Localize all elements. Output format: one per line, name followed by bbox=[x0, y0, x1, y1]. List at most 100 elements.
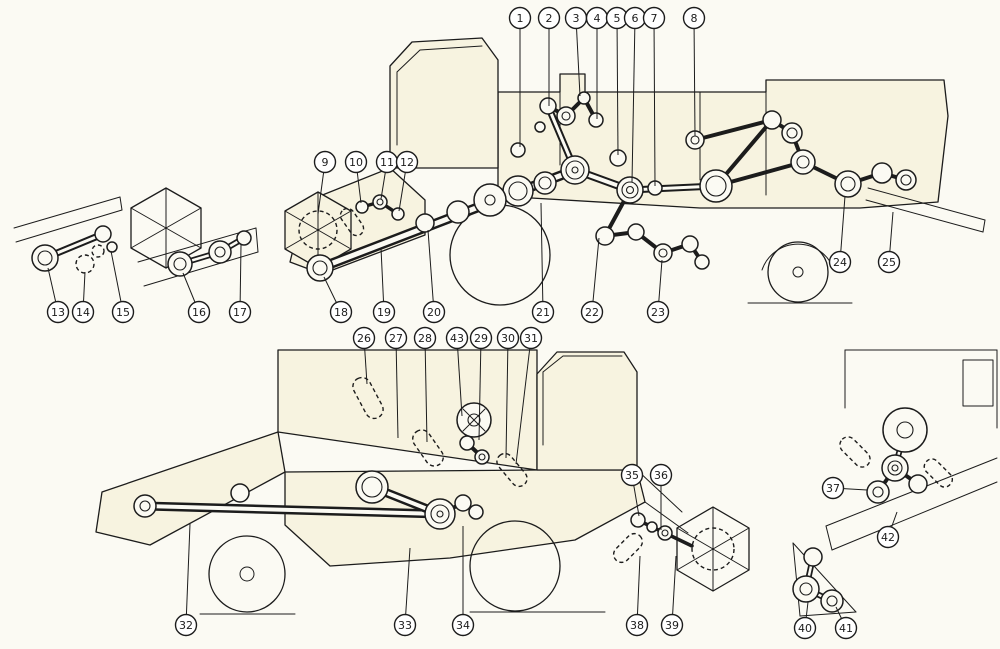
right-small-assembly bbox=[792, 542, 857, 617]
callout-number: 12 bbox=[400, 156, 414, 169]
callout-balloon bbox=[395, 150, 419, 174]
callout-number: 37 bbox=[826, 482, 840, 495]
callout-27: 27 bbox=[384, 326, 408, 439]
callout-balloon bbox=[508, 6, 532, 30]
callout-balloon bbox=[625, 613, 649, 637]
callout-leader-line bbox=[404, 547, 411, 626]
callout-36: 36 bbox=[649, 463, 673, 530]
callout-leader-line bbox=[424, 337, 428, 443]
callout-23: 23 bbox=[646, 259, 670, 324]
chopper-bracing bbox=[130, 187, 202, 269]
callout-balloon bbox=[329, 300, 353, 324]
callout-balloon bbox=[646, 300, 670, 324]
callout-number: 16 bbox=[192, 306, 206, 319]
callout-26: 26 bbox=[352, 326, 376, 385]
callout-leader-line bbox=[427, 229, 435, 313]
callout-34: 34 bbox=[451, 526, 475, 637]
callout-balloon bbox=[793, 616, 817, 640]
rotor-bracing bbox=[676, 506, 750, 592]
bottom-pulleys bbox=[133, 376, 673, 564]
callout-37: 37 bbox=[821, 476, 868, 500]
callout-balloon bbox=[531, 300, 555, 324]
callout-number: 2 bbox=[546, 12, 553, 25]
callout-balloon bbox=[649, 463, 673, 487]
callout-4: 4 bbox=[585, 6, 609, 119]
callout-29: 29 bbox=[469, 326, 493, 441]
callout-43: 43 bbox=[445, 326, 469, 417]
callout-leader-line bbox=[671, 555, 677, 626]
top-combine bbox=[284, 37, 986, 306]
callout-leader-line bbox=[505, 337, 509, 459]
callout-number: 27 bbox=[389, 332, 403, 345]
callout-number: 4 bbox=[594, 12, 601, 25]
callout-8: 8 bbox=[682, 6, 706, 137]
callout-number: 3 bbox=[573, 12, 580, 25]
callout-leader-line bbox=[636, 555, 641, 626]
callout-28: 28 bbox=[413, 326, 437, 443]
top-pulleys bbox=[306, 91, 917, 282]
callout-number: 1 bbox=[517, 12, 524, 25]
callout-balloon bbox=[445, 326, 469, 350]
callout-5: 5 bbox=[605, 6, 629, 156]
callout-balloon bbox=[384, 326, 408, 350]
callout-number: 32 bbox=[179, 619, 193, 632]
callout-15: 15 bbox=[110, 250, 135, 324]
callout-balloon bbox=[537, 6, 561, 30]
combine-header bbox=[95, 431, 286, 546]
unloading-auger bbox=[865, 187, 986, 233]
callout-number: 20 bbox=[427, 306, 441, 319]
callout-number: 8 bbox=[691, 12, 698, 25]
callout-number: 25 bbox=[882, 256, 896, 269]
callout-3: 3 bbox=[564, 6, 588, 97]
callout-number: 26 bbox=[357, 332, 371, 345]
callout-balloon bbox=[828, 250, 852, 274]
callout-14: 14 bbox=[71, 271, 95, 324]
callout-balloon bbox=[313, 150, 337, 174]
callout-number: 9 bbox=[322, 156, 329, 169]
callout-leader-line bbox=[540, 202, 544, 313]
callout-31: 31 bbox=[515, 326, 543, 465]
cab-window bbox=[962, 359, 994, 407]
callout-leader-line bbox=[591, 237, 600, 313]
callout-number: 23 bbox=[651, 306, 665, 319]
callout-leader-line bbox=[653, 17, 656, 187]
callout-17: 17 bbox=[228, 244, 252, 324]
callout-number: 7 bbox=[651, 12, 658, 25]
callout-41: 41 bbox=[834, 606, 858, 640]
combine-body bbox=[497, 73, 949, 209]
callout-12: 12 bbox=[395, 150, 419, 212]
callout-number: 17 bbox=[233, 306, 247, 319]
callout-leader-line bbox=[616, 17, 619, 156]
callout-9: 9 bbox=[313, 150, 337, 215]
callout-6: 6 bbox=[623, 6, 647, 183]
callout-number: 40 bbox=[798, 622, 812, 635]
callout-balloon bbox=[834, 616, 858, 640]
callout-number: 28 bbox=[418, 332, 432, 345]
callout-balloon bbox=[682, 6, 706, 30]
callout-number: 15 bbox=[116, 306, 130, 319]
callout-number: 31 bbox=[524, 332, 538, 345]
callout-balloon bbox=[413, 326, 437, 350]
callout-balloon bbox=[228, 300, 252, 324]
callout-number: 34 bbox=[456, 619, 470, 632]
callout-21: 21 bbox=[531, 202, 555, 324]
combine-cab bbox=[536, 351, 638, 471]
callout-13: 13 bbox=[46, 267, 70, 324]
callout-20: 20 bbox=[422, 229, 446, 324]
combine-cab bbox=[389, 37, 499, 169]
callout-number: 14 bbox=[76, 306, 90, 319]
callout-leader-line bbox=[631, 17, 636, 183]
callout-number: 43 bbox=[450, 332, 464, 345]
callout-balloon bbox=[821, 476, 845, 500]
callout-42: 42 bbox=[876, 511, 900, 549]
callout-number: 33 bbox=[398, 619, 412, 632]
callout-7: 7 bbox=[642, 6, 666, 187]
callout-leader-line bbox=[185, 523, 191, 626]
cab-window bbox=[396, 45, 483, 73]
callout-32: 32 bbox=[174, 523, 198, 637]
callout-number: 38 bbox=[630, 619, 644, 632]
callout-10: 10 bbox=[344, 150, 368, 204]
